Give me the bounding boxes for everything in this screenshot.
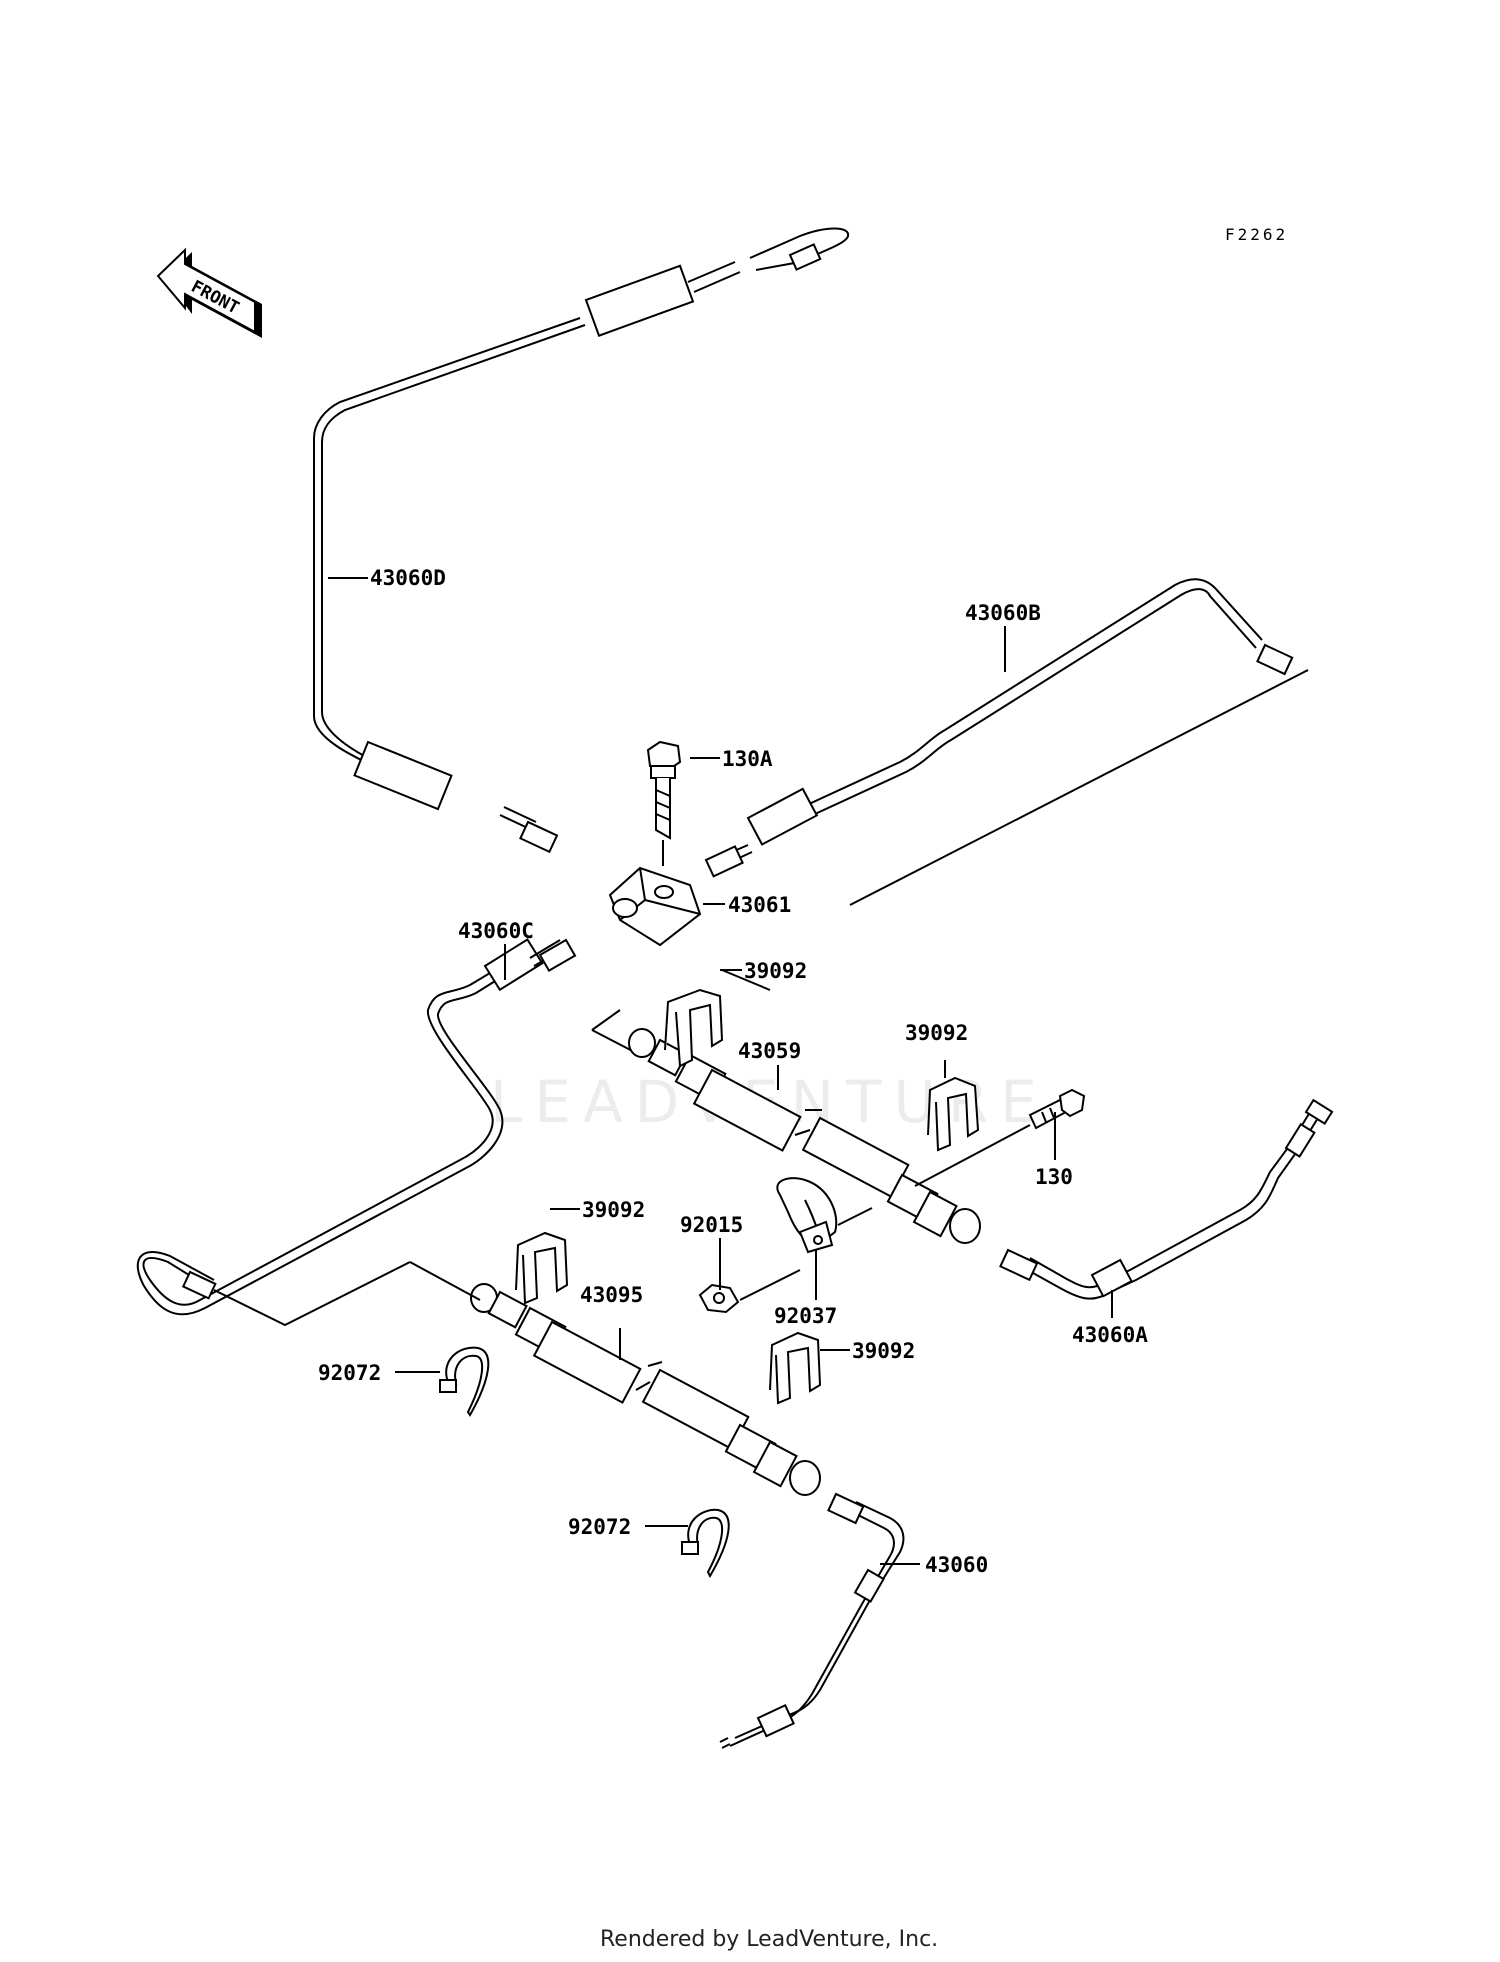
- label-39092-a: 39092: [744, 959, 807, 983]
- label-130: 130: [1035, 1165, 1073, 1189]
- label-43095: 43095: [580, 1283, 643, 1307]
- bolt-130: [1028, 1088, 1086, 1130]
- label-92015: 92015: [680, 1213, 743, 1237]
- brake-hose-43095: [409, 1261, 821, 1496]
- brake-pipe-43060C: [136, 938, 577, 1327]
- label-43060A: 43060A: [1072, 1323, 1148, 1347]
- band-clamp-92072-b: [681, 1508, 730, 1579]
- label-92037: 92037: [774, 1304, 837, 1328]
- leader-lines: [328, 577, 1309, 1565]
- clip-39092-c: [515, 1231, 569, 1305]
- label-43060: 43060: [925, 1553, 988, 1577]
- front-arrow-icon: FRONT: [156, 247, 262, 338]
- brake-pipe-43060A: [999, 1098, 1334, 1300]
- label-43060B: 43060B: [965, 601, 1041, 625]
- brake-pipe-43060B: [704, 578, 1294, 878]
- brake-pipe-43060: [719, 1492, 905, 1749]
- band-clamp-92072-a: [439, 1346, 490, 1417]
- label-92072-b: 92072: [568, 1515, 631, 1539]
- label-92072-a: 92072: [318, 1361, 381, 1385]
- label-43061: 43061: [728, 893, 791, 917]
- footer-credit: Rendered by LeadVenture, Inc.: [600, 1927, 938, 1952]
- brake-joint-43061: [608, 866, 702, 947]
- label-39092-c: 39092: [582, 1198, 645, 1222]
- label-43059: 43059: [738, 1039, 801, 1063]
- part-labels: 43060D 43060B 130A 43061 43060C 39092 43…: [318, 566, 1148, 1577]
- label-130A: 130A: [722, 747, 773, 771]
- brake-pipe-43060D: [313, 227, 849, 854]
- clip-39092-b: [927, 1076, 980, 1152]
- figure-code: F2262: [1225, 225, 1288, 244]
- label-43060C: 43060C: [458, 919, 534, 943]
- nut-92015: [698, 1269, 801, 1314]
- bolt-130A: [646, 740, 682, 866]
- clamp-92037: [776, 1177, 873, 1254]
- clip-39092-a: [664, 969, 771, 1068]
- clip-39092-d: [769, 1331, 822, 1405]
- label-39092-b: 39092: [905, 1021, 968, 1045]
- label-39092-d: 39092: [852, 1339, 915, 1363]
- label-43060D: 43060D: [370, 566, 446, 590]
